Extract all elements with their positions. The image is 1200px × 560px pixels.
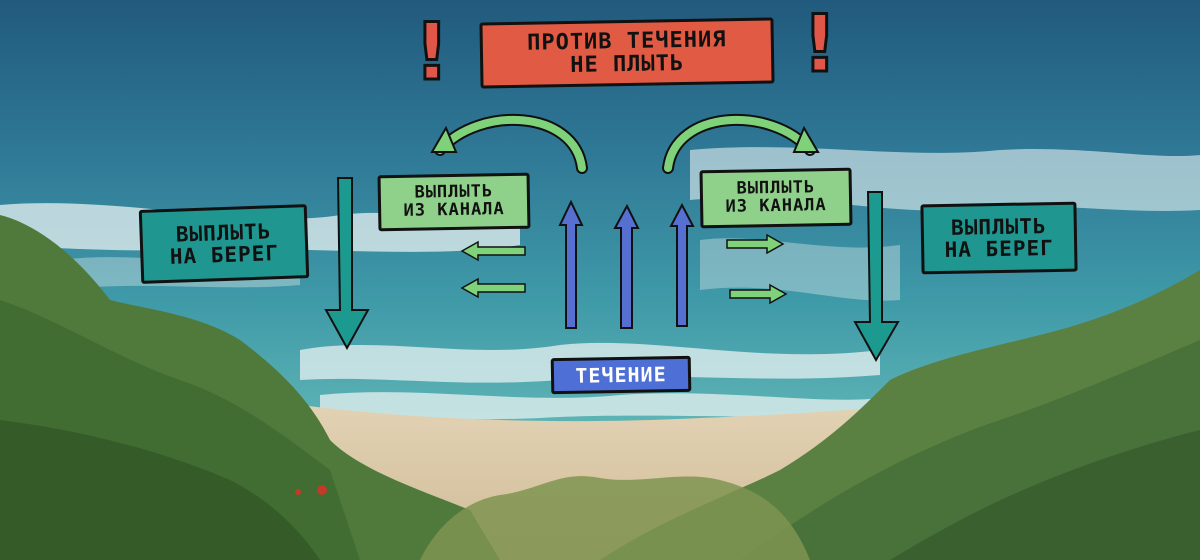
shore-arrow-right [853, 191, 900, 363]
exclamation-mark-right: ! [801, 0, 840, 90]
escape-left-line-2: из канала [403, 199, 505, 221]
current-arrows [558, 199, 695, 329]
shore-label-right: Выплыть на берег [920, 201, 1078, 275]
shore-arrows [324, 177, 900, 363]
shore-right-line-2: на берег [944, 236, 1054, 262]
current-arrow-left [558, 199, 584, 329]
current-arrow-center [613, 203, 640, 329]
foreground-grass [420, 476, 810, 560]
shore-arrow-left [324, 177, 370, 351]
escape-channel-label-left: Выплыть из канала [377, 172, 531, 232]
shore-label-left: Выплыть на берег [138, 204, 310, 284]
right-arrow-upper [726, 233, 785, 255]
shore-right-line-1: Выплыть [950, 214, 1047, 240]
escape-side-arrows [460, 233, 788, 305]
warning-line-1: Против течения [526, 27, 727, 56]
exclamation-mark-left: ! [413, 8, 452, 98]
left-arrow-upper [460, 240, 526, 262]
warning-line-2: не плыть [570, 51, 685, 78]
shore-left-line-2: на берег [169, 241, 280, 269]
current-arrow-right [669, 202, 695, 327]
left-arrow-lower [460, 277, 526, 299]
right-arrow-lower [729, 283, 788, 305]
current-label: Течение [550, 355, 692, 395]
escape-right-line-2: из канала [725, 195, 827, 217]
escape-channel-label-right: Выплыть из канала [699, 167, 853, 229]
warning-label: Против течения не плыть [479, 17, 775, 89]
